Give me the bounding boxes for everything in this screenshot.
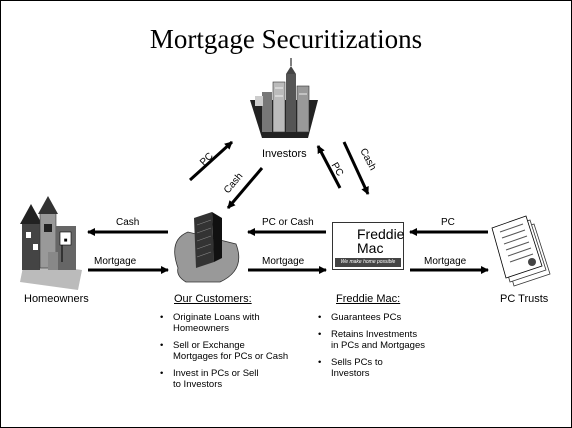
freddie-mac-logo: Freddie Mac We make home possible [332, 222, 404, 270]
office-tower-icon [174, 212, 240, 283]
list-item: Guarantees PCs [318, 312, 468, 323]
arrow-cash-to-freddie [342, 141, 370, 195]
label-homeowners: Homeowners [24, 293, 89, 305]
list-item: Retains Investments in PCs and Mortgages [318, 329, 468, 351]
city-skyline-icon [250, 58, 318, 138]
page-title: Mortgage Securitizations [149, 24, 423, 54]
logo-word-freddie: Freddie [357, 226, 405, 242]
arrow-pc-to-investors-right [316, 145, 342, 189]
label-freddie-mac: Freddie Mac: [336, 293, 401, 305]
logo-word-mac: Mac [357, 240, 384, 256]
arrow-label-pc-right: PC [441, 217, 455, 228]
arrow-label-cash-home: Cash [116, 217, 140, 228]
freddie-bullet-list: Guarantees PCs Retains Investments in PC… [318, 312, 468, 385]
list-item: Sells PCs to Investors [318, 357, 468, 379]
logo-tagline: We make home possible [335, 258, 401, 267]
label-pc-trusts: PC Trusts [500, 293, 549, 305]
customers-bullet-list: Originate Loans with Homeowners Sell or … [160, 312, 310, 396]
arrow-cash-to-customers [226, 167, 264, 209]
arrow-label-pc-or-cash: PC or Cash [262, 217, 314, 228]
list-item: Originate Loans with Homeowners [160, 312, 310, 334]
documents-stack-icon [491, 215, 551, 287]
arrow-label-mortgage-mid: Mortgage [262, 256, 305, 267]
list-item: Sell or Exchange Mortgages for PCs or Ca… [160, 340, 310, 362]
arrow-pc-to-investors-left [188, 140, 234, 182]
arrow-label-mortgage-home: Mortgage [94, 256, 137, 267]
label-our-customers: Our Customers: [174, 293, 252, 305]
houses-icon: ■ [20, 196, 82, 290]
svg-text:■: ■ [64, 238, 68, 244]
label-investors: Investors [262, 148, 307, 160]
arrow-label-mortgage-right: Mortgage [424, 256, 467, 267]
list-item: Invest in PCs or Sell to Investors [160, 368, 310, 390]
